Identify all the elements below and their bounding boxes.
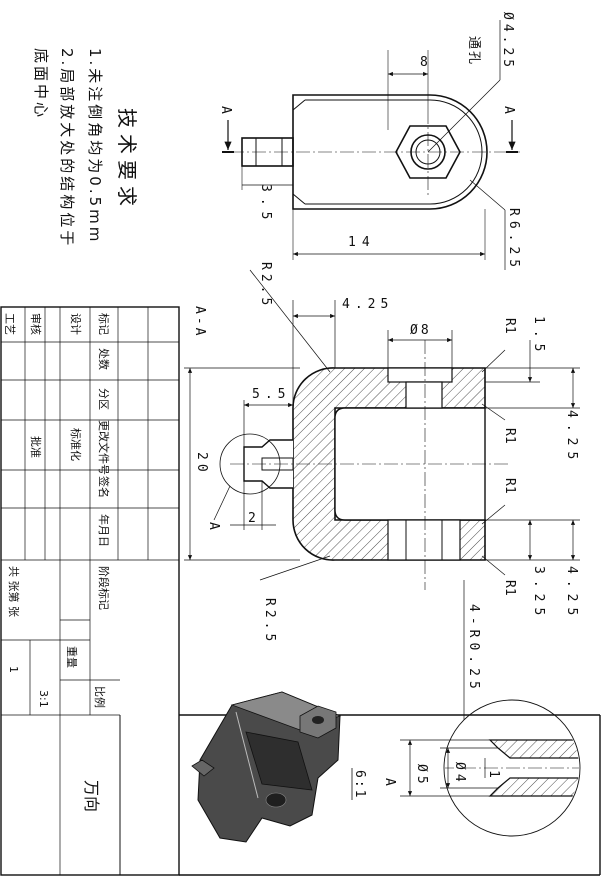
- dim-3-25: 3.25: [531, 566, 546, 621]
- dim-dia4: Ø4: [452, 762, 467, 786]
- dim-r1-a: R1: [502, 318, 517, 334]
- tb-chushu: 处数: [97, 348, 110, 370]
- dim-8: 8: [420, 55, 428, 70]
- top-view: [222, 20, 520, 270]
- tb-biaozhunhua: 标准化: [69, 428, 83, 461]
- tb-gongyi: 工艺: [3, 313, 16, 335]
- dim-4-r0-25: 4-R0.25: [466, 604, 481, 694]
- dim-4-25-top: 4.25: [342, 297, 393, 312]
- dim-4-25-bottom: 4.25: [564, 566, 579, 621]
- section-mark-left: A: [218, 106, 233, 114]
- tb-gengai: 更改文件号: [97, 420, 111, 475]
- tb-shenhe: 审核: [29, 313, 43, 335]
- detail-label: A: [382, 778, 397, 786]
- dim-3-5: 3.5: [258, 184, 273, 225]
- technical-requirements: 技术要求 1.未注倒角均为0.5mm 2.局部放大处的结构位于 底面中心: [32, 48, 139, 248]
- tb-biaoji: 标记: [97, 313, 111, 335]
- dim-1: 1: [486, 770, 501, 778]
- dim-dia5: Ø5: [414, 764, 429, 788]
- tb-part-name: 万向: [82, 780, 101, 812]
- tech-req-line1: 1.未注倒角均为0.5mm: [86, 48, 104, 244]
- tb-zhongliang: 重量: [65, 646, 79, 668]
- tech-req-line2: 2.局部放大处的结构位于: [58, 48, 76, 248]
- top-view-labels: A A Ø4.25 通孔 8 3.5 14 R6.25: [218, 12, 521, 272]
- dim-r2-5-top: R2.5: [258, 262, 273, 309]
- tb-fenqu: 分区: [97, 388, 110, 410]
- dim-hole-diameter: Ø4.25: [500, 12, 515, 71]
- iso-view: [191, 691, 342, 843]
- tb-pizhun: 批准: [29, 436, 43, 458]
- dim-r1-c: R1: [502, 478, 517, 494]
- detail-scale: 6:1: [352, 770, 367, 799]
- section-view: [184, 269, 580, 720]
- dim-2: 2: [248, 511, 256, 526]
- tech-req-heading: 技术要求: [115, 108, 139, 212]
- tb-nianyueri: 年月日: [97, 514, 111, 547]
- detail-view: [400, 699, 581, 837]
- dim-r6-25: R6.25: [506, 208, 521, 272]
- dim-r2-5-bottom: R2.5: [262, 598, 277, 645]
- dim-r1-d: R1: [502, 580, 517, 596]
- dim-1-5: 1.5: [531, 316, 546, 357]
- section-title: A-A: [192, 306, 207, 338]
- dim-r1-b: R1: [502, 428, 517, 444]
- tb-bili: 比例: [93, 686, 107, 708]
- section-mark-right: A: [501, 106, 516, 114]
- dim-20: 20: [194, 452, 209, 476]
- tb-jieduan: 阶段标记: [97, 566, 111, 610]
- title-block: [0, 306, 601, 876]
- dim-14: 14: [348, 235, 376, 250]
- tb-scale-value: 3:1: [37, 690, 50, 708]
- detail-view-labels: A 6:1 Ø5 Ø4 1: [351, 762, 501, 800]
- detail-ref-label: A: [206, 522, 221, 530]
- dim-dia8: Ø8: [410, 323, 432, 338]
- tb-qianming: 签名: [97, 476, 111, 498]
- tb-sheet-no: 1: [7, 666, 20, 673]
- tb-sheji: 设计: [69, 313, 82, 335]
- dim-5-5: 5.5: [252, 387, 290, 402]
- title-block-labels: 标记 处数 分区 更改文件号 签名 年月日 设计 标准化 审核 工艺 批准 阶段…: [3, 313, 111, 812]
- section-view-labels: A-A R2.5 4.25 Ø8 R1 1.5 5.5 R1 4.25 20 R…: [192, 262, 579, 694]
- through-hole-label: 通孔: [466, 36, 481, 66]
- tb-gong-zhang: 共 张第 张: [7, 566, 21, 617]
- tech-req-line3: 底面中心: [32, 48, 50, 120]
- dim-4-25-right: 4.25: [564, 410, 579, 465]
